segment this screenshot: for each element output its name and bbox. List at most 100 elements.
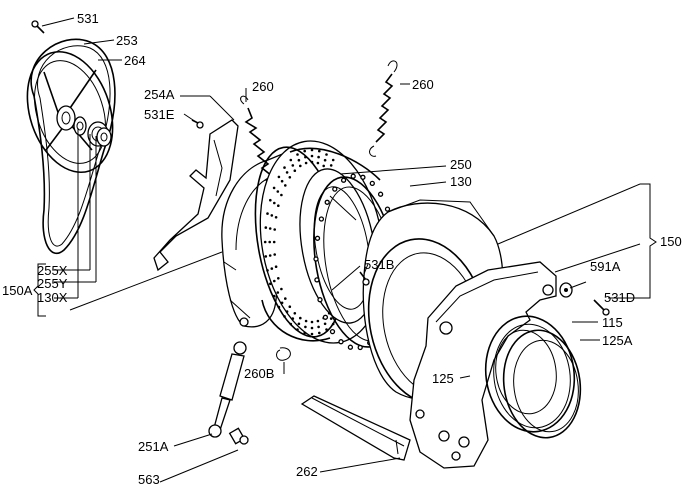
label-254A: 254A bbox=[144, 87, 175, 102]
label-255Y: 255Y bbox=[37, 276, 68, 291]
perforation-hole bbox=[310, 148, 314, 152]
perforation-hole bbox=[274, 216, 278, 219]
perforation-hole bbox=[285, 310, 289, 313]
pulley-hub bbox=[56, 105, 76, 131]
perforation-hole bbox=[293, 169, 297, 172]
perforation-hole bbox=[268, 240, 272, 244]
perforation-hole bbox=[269, 198, 272, 202]
perforation-hole bbox=[318, 149, 321, 153]
perforation-hole bbox=[273, 279, 276, 283]
perforation-hole bbox=[276, 291, 280, 294]
belt-and-pulley-group bbox=[26, 38, 116, 255]
perforation-hole bbox=[280, 179, 284, 183]
perforation-hole bbox=[304, 155, 307, 159]
perforation-hole bbox=[269, 282, 272, 286]
perforation-hole bbox=[285, 171, 289, 174]
perforation-hole bbox=[291, 317, 295, 320]
perforation-hole bbox=[329, 164, 333, 167]
perforation-hole bbox=[329, 317, 333, 320]
washer-591A bbox=[559, 282, 573, 298]
perforation-hole bbox=[272, 294, 276, 298]
perforation-hole bbox=[317, 155, 320, 159]
label-591A: 591A bbox=[590, 259, 621, 274]
drive-belt bbox=[30, 38, 116, 255]
bracket-150A bbox=[33, 263, 46, 317]
perforation-hole bbox=[325, 153, 328, 156]
label-260-left: 260 bbox=[252, 79, 274, 94]
perforation-hole bbox=[280, 287, 283, 291]
label-150: 150 bbox=[660, 234, 682, 249]
perforation-hole bbox=[273, 253, 277, 256]
perforation-hole bbox=[297, 158, 301, 162]
perforation-hole bbox=[266, 212, 269, 215]
perforation-hole bbox=[273, 228, 277, 231]
label-125A: 125A bbox=[602, 333, 633, 348]
rim-bolt bbox=[317, 297, 323, 303]
rim-bolt bbox=[377, 191, 384, 197]
perforation-hole bbox=[284, 297, 287, 300]
rim-bolt bbox=[314, 235, 321, 241]
perforation-hole bbox=[270, 214, 274, 217]
perforation-hole bbox=[296, 153, 299, 156]
rim-bolt bbox=[338, 339, 344, 345]
label-130X: 130X bbox=[37, 290, 68, 305]
perforation-hole bbox=[268, 227, 272, 230]
label-253: 253 bbox=[116, 33, 138, 48]
perforation-hole bbox=[272, 186, 276, 190]
perforation-hole bbox=[299, 316, 302, 320]
label-255X: 255X bbox=[37, 263, 68, 278]
perforation-hole bbox=[317, 325, 320, 329]
label-250: 250 bbox=[450, 157, 472, 172]
label-115: 115 bbox=[602, 315, 623, 330]
perforation-hole bbox=[323, 322, 327, 326]
perforation-hole bbox=[304, 161, 308, 165]
label-264: 264 bbox=[124, 53, 146, 68]
perforation-hole bbox=[263, 240, 267, 244]
label-125: 125 bbox=[432, 371, 454, 386]
screw-531B bbox=[359, 271, 370, 286]
perforation-hole bbox=[288, 305, 292, 309]
perforation-hole bbox=[264, 255, 268, 258]
perforation-hole bbox=[283, 166, 286, 169]
label-531D: 531D bbox=[604, 290, 635, 305]
label-260-top: 260 bbox=[412, 77, 434, 92]
perforation-hole bbox=[296, 328, 299, 331]
perforation-hole bbox=[280, 301, 284, 305]
rim-bolt bbox=[313, 256, 319, 262]
perforation-hole bbox=[323, 158, 327, 162]
label-563: 563 bbox=[138, 472, 160, 486]
leader-lines bbox=[33, 17, 657, 483]
screw-531E bbox=[191, 119, 204, 129]
perforation-hole bbox=[303, 149, 307, 153]
perforation-hole bbox=[297, 322, 301, 326]
door-gasket-115 bbox=[484, 315, 582, 439]
perforation-hole bbox=[331, 158, 335, 162]
perforation-hole bbox=[274, 265, 278, 269]
perforation-hole bbox=[293, 312, 297, 315]
rim-bolt bbox=[369, 180, 375, 187]
perforation-hole bbox=[310, 326, 314, 330]
perforation-hole bbox=[273, 201, 276, 205]
label-260B: 260B bbox=[244, 366, 274, 381]
perforation-hole bbox=[277, 305, 281, 309]
spring-260-top bbox=[369, 60, 398, 157]
perforation-hole bbox=[280, 193, 283, 197]
rim-bolt bbox=[347, 344, 354, 350]
bracket-254A bbox=[153, 119, 239, 272]
perforation-hole bbox=[268, 254, 272, 257]
perforation-hole bbox=[325, 328, 328, 331]
counterweight-262 bbox=[300, 395, 411, 461]
perforation-hole bbox=[291, 164, 295, 167]
perforation-hole bbox=[316, 319, 320, 323]
label-150A: 150A bbox=[2, 283, 33, 298]
rim-bolt bbox=[318, 216, 325, 222]
pulley-wheel bbox=[26, 50, 114, 174]
perforation-hole bbox=[264, 226, 268, 229]
rim-bolt bbox=[322, 314, 329, 320]
perforation-hole bbox=[288, 176, 292, 179]
perforation-hole bbox=[310, 154, 314, 158]
perforation-hole bbox=[322, 164, 326, 168]
rim-bolt bbox=[357, 344, 363, 351]
